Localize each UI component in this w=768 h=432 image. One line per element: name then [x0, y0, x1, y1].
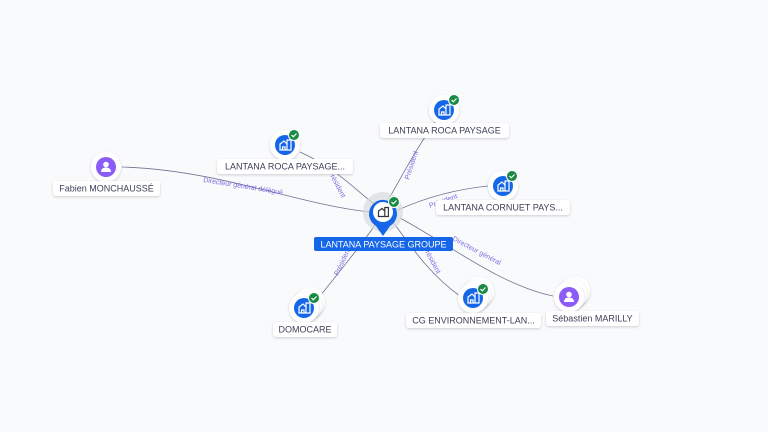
svg-text:CG ENVIRONNEMENT-LAN...: CG ENVIRONNEMENT-LAN... — [412, 316, 535, 326]
verified-icon — [387, 195, 401, 209]
verified-icon — [307, 291, 321, 305]
edge-domocare — [319, 224, 376, 297]
edge-marilly — [399, 217, 554, 297]
edge-fabien — [121, 166, 371, 213]
verified-icon — [505, 169, 519, 183]
person-node[interactable]: Fabien MONCHAUSSÉ — [53, 152, 160, 196]
edge-label: Président — [326, 170, 346, 199]
company-node[interactable]: LANTANA CORNUET PAYS... — [436, 169, 570, 216]
svg-text:LANTANA CORNUET PAYS...: LANTANA CORNUET PAYS... — [443, 203, 563, 213]
svg-text:LANTANA ROCA PAYSAGE...: LANTANA ROCA PAYSAGE... — [225, 162, 345, 172]
company-node[interactable]: CG ENVIRONNEMENT-LAN... — [406, 277, 541, 328]
svg-text:LANTANA ROCA PAYSAGE: LANTANA ROCA PAYSAGE — [388, 126, 501, 136]
edge-cg — [392, 221, 461, 297]
svg-text:LANTANA PAYSAGE GROUPE: LANTANA PAYSAGE GROUPE — [320, 240, 446, 250]
edge-label: Directeur général — [451, 236, 502, 268]
verified-icon — [287, 128, 301, 142]
center-node[interactable] — [363, 192, 403, 236]
svg-text:DOMOCARE: DOMOCARE — [278, 325, 331, 335]
company-node[interactable]: DOMOCARE — [273, 287, 337, 337]
edge-cornuet — [397, 185, 489, 211]
verified-icon — [447, 93, 461, 107]
verified-icon — [476, 282, 490, 296]
svg-text:Fabien MONCHAUSSÉ: Fabien MONCHAUSSÉ — [59, 184, 154, 194]
edge-label: Directeur général délégué — [203, 177, 284, 197]
company-node[interactable]: LANTANA ROCA PAYSAGE... — [217, 128, 353, 175]
edge-label: Président — [333, 247, 352, 277]
building-icon — [377, 206, 389, 218]
center-label[interactable]: LANTANA PAYSAGE GROUPE — [314, 237, 453, 251]
svg-text:Sébastien MARILLY: Sébastien MARILLY — [552, 314, 632, 324]
person-node[interactable]: Sébastien MARILLY — [546, 276, 639, 326]
company-node[interactable]: LANTANA ROCA PAYSAGE — [380, 93, 509, 139]
edge-label: Président — [404, 150, 420, 180]
